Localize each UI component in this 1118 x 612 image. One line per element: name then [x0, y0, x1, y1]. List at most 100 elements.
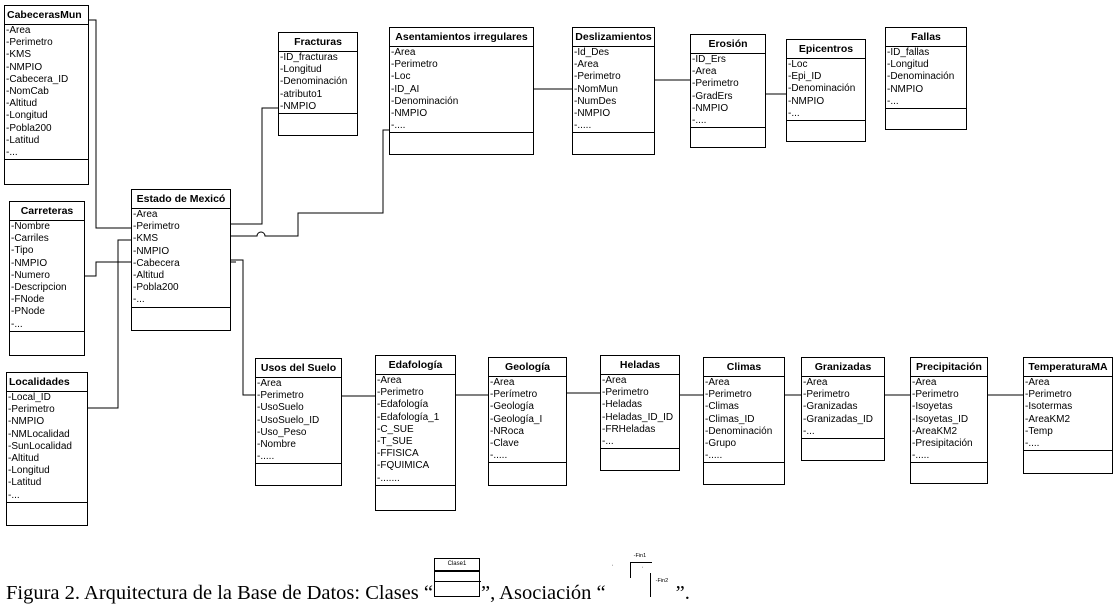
- class-attribute: -FRHeladas: [602, 423, 656, 435]
- attribute-list: -Area-Perimetro-Isoyetas-Isoyetas_ID-Are…: [911, 377, 987, 464]
- class-attribute: -Perimetro: [391, 59, 438, 71]
- class-asentamientos-irregulares[interactable]: Asentamientos irregulares -Area-Perimetr…: [389, 27, 534, 155]
- class-attribute: -NomCab: [6, 86, 49, 98]
- attribute-list: -ID_Ers-Area-Perimetro-GradErs-NMPIO-...…: [691, 54, 765, 129]
- class-attribute: -Area: [574, 59, 599, 71]
- class-attribute: -NMPIO: [391, 108, 428, 120]
- class-fracturas[interactable]: Fracturas -ID_fracturas-Longitud-Denomin…: [278, 32, 358, 136]
- attribute-list: -Loc-Epi_ID-Denominación-NMPIO-...: [787, 59, 865, 122]
- class-attribute: -KMS: [6, 49, 31, 61]
- class-attribute: -...: [803, 425, 815, 437]
- class-attribute: -NMPIO: [8, 416, 45, 428]
- class-title: Fallas: [886, 28, 966, 47]
- class-attribute: -AreaKM2: [1025, 413, 1071, 425]
- class-precipitacion[interactable]: Precipitación -Area-Perimetro-Isoyetas-I…: [910, 357, 988, 484]
- attribute-list: -Area-Perimetro-KMS-NMPIO-Cabecera-Altit…: [132, 209, 230, 308]
- class-title: Epicentros: [787, 40, 865, 59]
- class-attribute: -Area: [391, 47, 416, 58]
- class-geologia[interactable]: Geología -Area-Perímetro-Geología-Geolog…: [488, 357, 567, 486]
- class-attribute: -...: [788, 107, 800, 119]
- class-epicentros[interactable]: Epicentros -Loc-Epi_ID-Denominación-NMPI…: [786, 39, 866, 142]
- class-heladas[interactable]: Heladas -Area-Perimetro-Heladas-Heladas_…: [600, 355, 680, 471]
- assoc-estado-asentamientos: [230, 129, 389, 237]
- attribute-list: -Area-Perimetro-Edafología-Edafología_1-…: [376, 375, 455, 486]
- class-attribute: -Altitud: [133, 270, 165, 282]
- class-title: CabecerasMun: [5, 6, 88, 25]
- caption-text-1: Figura 2. Arquitectura de la Base de Dat…: [6, 582, 433, 604]
- class-attribute: -Uso_Peso: [257, 426, 307, 438]
- class-localidades[interactable]: Localidades -Local_ID-Perimetro-NMPIO-NM…: [6, 372, 88, 526]
- class-attribute: -.....: [490, 450, 508, 462]
- class-attribute: -Perimetro: [6, 37, 53, 49]
- class-attribute: -Cabecera: [133, 257, 180, 269]
- class-attribute: -FQUIMICA: [377, 460, 430, 472]
- class-temperatura-ma[interactable]: TemperaturaMA -Area-Perimetro-Isotermas-…: [1023, 357, 1113, 474]
- class-carreteras[interactable]: Carreteras -Nombre-Carriles-Tipo-NMPIO-N…: [9, 201, 85, 356]
- class-title: TemperaturaMA: [1024, 358, 1112, 377]
- class-attribute: -Perimetro: [692, 78, 739, 90]
- class-erosion[interactable]: Erosión -ID_Ers-Area-Perimetro-GradErs-N…: [690, 34, 766, 148]
- class-attribute: -Latitud: [8, 477, 42, 489]
- class-attribute: -UsoSuelo_ID: [257, 414, 320, 426]
- class-attribute: -ID_AI: [391, 83, 420, 95]
- class-attribute: -Longitud: [280, 64, 322, 76]
- operations-compartment: [256, 464, 341, 476]
- class-attribute: -Presipitación: [912, 438, 973, 450]
- class-attribute: -Numero: [11, 269, 50, 281]
- class-cabeceras-mun[interactable]: CabecerasMun -Area-Perimetro-KMS-NMPIO-C…: [4, 5, 89, 185]
- class-attribute: -....: [1025, 438, 1040, 450]
- class-estado-de-mexico[interactable]: Estado de Mexicó -Area-Perimetro-KMS-NMP…: [131, 189, 231, 331]
- class-attribute: -Perímetro: [490, 389, 538, 401]
- class-attribute: -Pobla200: [6, 122, 52, 134]
- class-attribute: -...: [133, 294, 145, 306]
- class-attribute: -AreaKM2: [912, 425, 958, 437]
- class-attribute: -....: [692, 115, 707, 127]
- class-attribute: -ID_fracturas: [280, 52, 338, 63]
- class-attribute: -NMPIO: [788, 95, 825, 107]
- class-attribute: -Area: [1025, 377, 1050, 388]
- class-attribute: -Isoyetas: [912, 401, 953, 413]
- association-end-2: -Fin2: [655, 578, 669, 584]
- class-attribute: -NMPIO: [11, 257, 48, 269]
- operations-compartment: [279, 114, 357, 126]
- class-title: Fracturas: [279, 33, 357, 52]
- class-attribute: -...: [6, 147, 18, 159]
- class-attribute: -Heladas: [602, 399, 643, 411]
- class-attribute: -SunLocalidad: [8, 440, 72, 452]
- class-attribute: -Tipo: [11, 245, 34, 257]
- class-fallas[interactable]: Fallas -ID_fallas-Longitud-Denominación-…: [885, 27, 967, 130]
- class-attribute: -Altitud: [6, 98, 38, 110]
- class-attribute: -Denominación: [705, 425, 773, 437]
- class-attribute: -Climas: [705, 401, 739, 413]
- class-attribute: -Denominación: [887, 71, 955, 83]
- class-attribute: -Geología_I: [490, 413, 543, 425]
- operations-compartment: [886, 109, 966, 121]
- class-edafologia[interactable]: Edafología -Area-Perimetro-Edafología-Ed…: [375, 355, 456, 511]
- class-title: Granizadas: [802, 358, 884, 377]
- class-attribute: -Granizadas: [803, 401, 858, 413]
- class-attribute: -.......: [377, 472, 400, 484]
- class-attribute: -Climas_ID: [705, 413, 755, 425]
- class-attribute: -C_SUE: [377, 423, 414, 435]
- class-attribute: -atributo1: [280, 88, 323, 100]
- operations-compartment: [1024, 451, 1112, 463]
- class-attribute: -Longitud: [8, 465, 50, 477]
- class-title: Erosión: [691, 35, 765, 54]
- class-attribute: -Grupo: [705, 438, 737, 450]
- class-deslizamientos[interactable]: Deslizamientos -Id_Des-Area-Perimetro-No…: [572, 27, 655, 155]
- class-attribute: -.....: [912, 450, 930, 462]
- class-attribute: -Pobla200: [133, 282, 179, 294]
- class-attribute: -....: [391, 120, 406, 132]
- class-usos-del-suelo[interactable]: Usos del Suelo -Area-Perimetro-UsoSuelo-…: [255, 358, 342, 486]
- class-granizadas[interactable]: Granizadas -Area-Perimetro-Granizadas-Gr…: [801, 357, 885, 461]
- class-climas[interactable]: Climas -Area-Perimetro-Climas-Climas_ID-…: [703, 357, 785, 485]
- class-attribute: -...: [887, 95, 899, 107]
- class-attribute: -FFISICA: [377, 448, 419, 460]
- operations-compartment: [376, 486, 455, 498]
- class-attribute: -Longitud: [887, 59, 929, 71]
- operations-compartment: [573, 133, 654, 145]
- class-attribute: -GradErs: [692, 90, 733, 102]
- class-attribute: -NMPIO: [887, 83, 924, 95]
- class-legend-icon: Clase1: [433, 558, 481, 599]
